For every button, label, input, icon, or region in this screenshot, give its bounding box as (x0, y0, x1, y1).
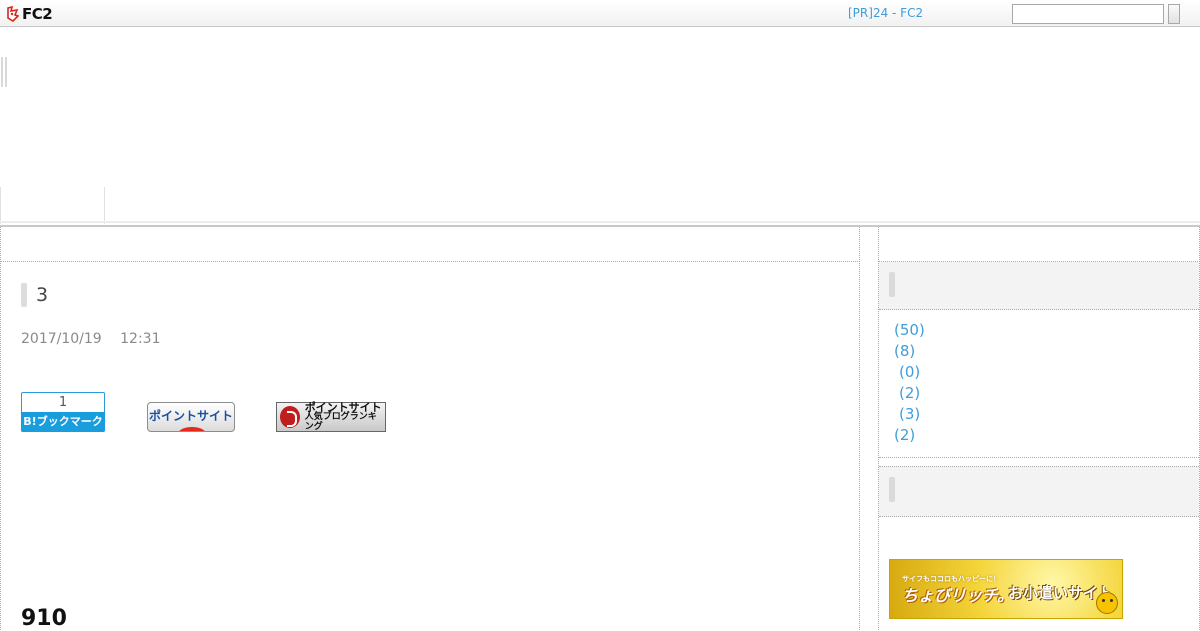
sidebar-heading-ads (879, 466, 1199, 517)
main-column-border (859, 227, 860, 630)
category-list: (50) (8) (0) (2) (3) (2) (894, 320, 925, 446)
category-item[interactable]: (3) (899, 405, 921, 423)
post-footer-number: 910 (21, 606, 67, 631)
hatena-bookmark-button[interactable]: 1 B!ブックマーク (21, 392, 105, 432)
sidebar-heading-categories (879, 262, 1199, 310)
nav-divider (104, 187, 105, 224)
sidebar-heading-marker (889, 477, 895, 502)
ranking-label-line2: 人気ブログランキング (304, 412, 377, 432)
ad-brand: ちょびリッチ。 (902, 586, 1014, 605)
nav-left-divider (0, 187, 1, 224)
post-header: 3 (21, 283, 48, 307)
fc2-logo[interactable]: FC2 (6, 4, 53, 24)
category-item[interactable]: (0) (899, 363, 921, 381)
post-title[interactable]: 3 (36, 284, 49, 306)
nav-border (0, 221, 1200, 223)
fc2-logo-text: FC2 (22, 5, 53, 23)
hatena-bookmark-label: B!ブックマーク (21, 412, 105, 432)
frame-left-border (0, 227, 1, 630)
smiley-mascot-icon (1096, 592, 1118, 614)
search-input[interactable] (1012, 4, 1164, 24)
ad-tagline: サイフもココロもハッピーに！ (902, 575, 1000, 583)
category-item[interactable]: (2) (899, 384, 921, 402)
point-site-button[interactable]: ポイントサイト (147, 402, 235, 432)
point-site-icon (178, 427, 206, 431)
title-marker (21, 283, 27, 307)
ranking-label-line1: ポイントサイト (304, 400, 382, 414)
fc2-fox-icon (6, 6, 20, 22)
nav-border-dark (0, 225, 1200, 227)
main-top-divider (0, 261, 860, 262)
fc2-header-bar: FC2 [PR]24 - FC2 (0, 0, 1200, 27)
category-item[interactable]: (8) (894, 342, 916, 360)
sidebar-heading-marker (889, 272, 895, 297)
blog-ranking-button[interactable]: ポイントサイト 人気ブログランキング (276, 402, 386, 432)
banner-marker (1, 57, 9, 87)
search-button[interactable] (1168, 4, 1180, 24)
chobirich-ad-banner[interactable]: サイフもココロもハッピーに！ ちょびリッチ。 お小遣いサイト (889, 559, 1123, 619)
category-item[interactable]: (2) (894, 426, 916, 444)
ad-text: お小遣いサイト (1008, 584, 1114, 602)
post-date: 2017/10/19 12:31 (21, 331, 161, 347)
sidebar-column-border (878, 227, 879, 630)
point-site-label: ポイントサイト (148, 409, 233, 423)
ranking-logo-icon (280, 406, 300, 428)
sidebar-top-divider (878, 261, 1200, 262)
hatena-bookmark-count: 1 (58, 395, 68, 410)
pr-link[interactable]: [PR]24 - FC2 (848, 6, 924, 20)
category-item[interactable]: (50) (894, 321, 925, 339)
sidebar-divider (879, 457, 1199, 458)
